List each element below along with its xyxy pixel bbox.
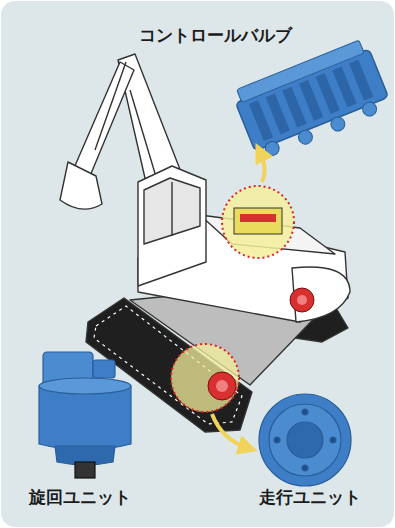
highlight-circle (222, 186, 294, 258)
control-valve (231, 38, 393, 163)
excavator (60, 54, 350, 432)
swing-unit (39, 352, 131, 478)
window-frame (171, 182, 172, 236)
part-label: 旋回ユニット (0, 486, 175, 508)
bolt (302, 465, 308, 471)
cab (138, 166, 206, 286)
swing-port (93, 360, 115, 378)
part-label: 走行ユニット (215, 486, 395, 508)
valve-port (329, 115, 347, 133)
swing-body (39, 386, 131, 450)
travel-sprocket (290, 288, 314, 312)
bucket (60, 162, 102, 209)
arm (74, 62, 134, 176)
pinion-gear (75, 462, 95, 478)
swing-flange (39, 378, 131, 394)
bolt (330, 437, 336, 443)
sprocket-hub (297, 295, 307, 305)
valve-section (349, 60, 373, 101)
valve-port (296, 128, 314, 146)
valve-port (360, 100, 378, 118)
travel-hub (287, 422, 323, 458)
valve-location (234, 208, 282, 234)
valve-port (263, 139, 281, 157)
pointer-arrow (260, 152, 265, 182)
arm-cylinder (95, 62, 126, 150)
bolt (302, 409, 308, 415)
pointer-arrow (212, 414, 248, 448)
travel-unit (259, 394, 351, 486)
valve-location-stripe (240, 214, 276, 222)
cab-window (144, 178, 200, 244)
bolt (274, 437, 280, 443)
travel-sprocket (208, 372, 236, 400)
highlight-circle (171, 344, 239, 412)
travel-cover (269, 404, 341, 476)
sprocket-hub (216, 380, 228, 392)
part-label: コントロールバルブ (120, 24, 310, 46)
travel-housing (259, 394, 351, 486)
